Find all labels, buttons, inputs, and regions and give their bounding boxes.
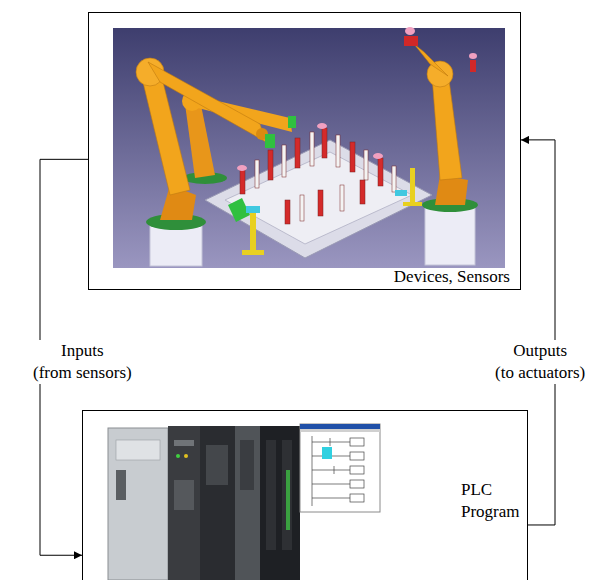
plc-hardware-picture: [108, 426, 300, 580]
program-screenshot: [300, 424, 380, 512]
robot-cell-picture: [113, 27, 505, 268]
node-label: PLC Program: [461, 479, 520, 523]
plc-box: PLC Program: [82, 410, 528, 580]
node-label: Devices, Sensors: [394, 266, 510, 288]
signal-label: Outputs (to actuators): [493, 340, 587, 384]
signal-label: Inputs (from sensors): [31, 340, 134, 384]
signal-arrow: [521, 140, 555, 525]
device-cell-box: Devices, Sensors: [88, 12, 521, 290]
